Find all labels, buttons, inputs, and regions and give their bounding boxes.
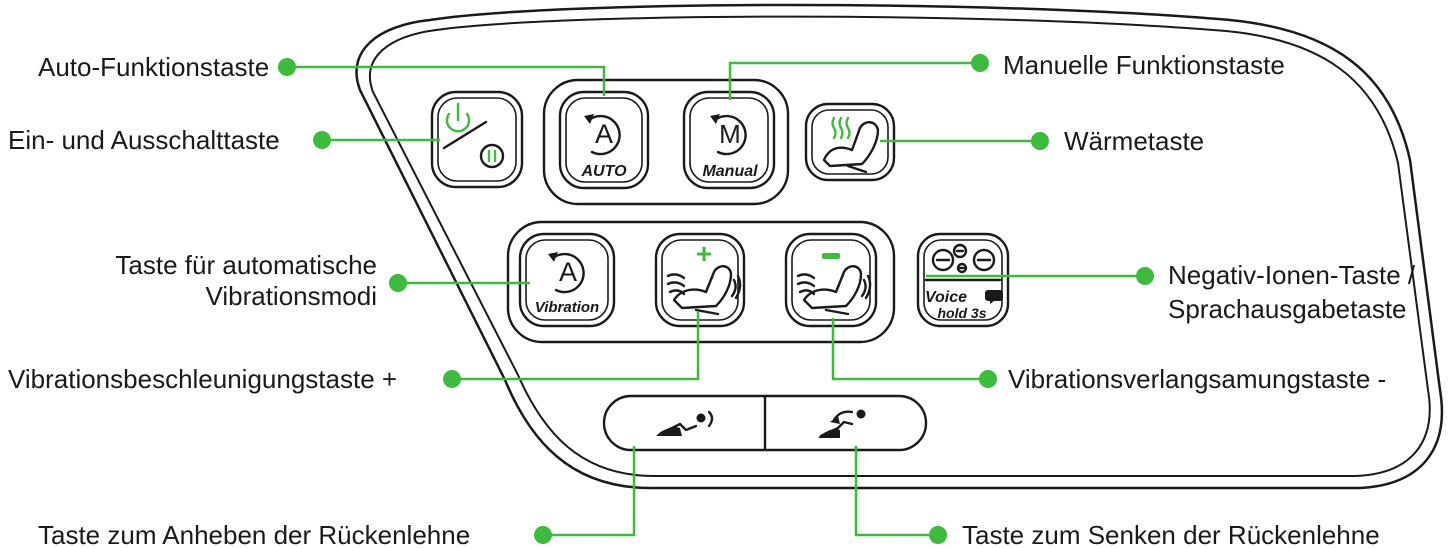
- speech-bubble-icon: [985, 290, 1003, 304]
- callout-vibration-plus: Vibrationsbeschleunigungstaste +: [8, 364, 397, 394]
- heat-button[interactable]: [804, 102, 896, 182]
- vibration-chair-minus-icon: [796, 265, 872, 316]
- backrest-down-icon: [818, 409, 866, 438]
- callout-auto-vibration-line1: Taste für automatische: [115, 250, 377, 280]
- vibration-label: Vibration: [535, 299, 599, 316]
- manual-label: Manual: [702, 163, 758, 180]
- manual-button[interactable]: M Manual: [682, 90, 776, 190]
- callout-heat-key: Wärmetaste: [1064, 126, 1204, 156]
- manual-glyph: M: [719, 119, 741, 149]
- callout-vibration-minus: Vibrationsverlangsamungstaste -: [1008, 364, 1386, 394]
- power-button[interactable]: [430, 90, 524, 189]
- callout-auto-key: Auto-Funktionstaste: [38, 52, 269, 82]
- backrest-control: [602, 394, 928, 452]
- vibration-glyph: A: [559, 257, 577, 287]
- backrest-up-button[interactable]: [610, 400, 760, 446]
- vibration-auto-button[interactable]: A Vibration: [518, 232, 616, 328]
- vibration-chair-plus-icon: [666, 265, 742, 316]
- callout-ion-voice-line1: Negativ-Ionen-Taste /: [1168, 260, 1416, 290]
- backrest-down-button[interactable]: [770, 400, 920, 446]
- callout-power-key: Ein- und Ausschalttaste: [8, 125, 280, 155]
- callout-auto-vibration-line2: Vibrationsmodi: [205, 281, 377, 311]
- ion-voice-button[interactable]: Voice hold 3s: [916, 232, 1010, 328]
- negative-ion-icon: [931, 243, 996, 274]
- heat-chair-icon: [822, 116, 880, 174]
- vibration-plus-button[interactable]: +: [654, 232, 746, 328]
- manual-cycle-icon: M: [710, 114, 747, 156]
- leader-lines: [278, 54, 1154, 544]
- callout-backrest-down: Taste zum Senken der Rückenlehne: [962, 520, 1380, 548]
- auto-label: AUTO: [580, 163, 627, 180]
- minus-glyph: [822, 253, 840, 259]
- callout-manual-key: Manuelle Funktionstaste: [1003, 50, 1285, 80]
- pause-cycle-icon: [479, 143, 505, 169]
- vibration-minus-button[interactable]: [784, 232, 878, 328]
- callout-backrest-up: Taste zum Anheben der Rückenlehne: [38, 520, 470, 548]
- callout-ion-voice-line2: Sprachausgabetaste: [1168, 294, 1407, 324]
- auto-button[interactable]: A AUTO: [558, 90, 650, 190]
- voice-hold-label: hold 3s: [937, 305, 986, 321]
- backrest-up-icon: [656, 410, 714, 436]
- auto-glyph: A: [595, 119, 613, 149]
- vibration-cycle-icon: A: [548, 252, 585, 294]
- plus-glyph: +: [696, 238, 712, 269]
- voice-label: Voice: [925, 289, 967, 306]
- power-icon: [445, 102, 471, 133]
- remote-body: [355, 3, 1444, 490]
- auto-cycle-icon: A: [584, 114, 621, 156]
